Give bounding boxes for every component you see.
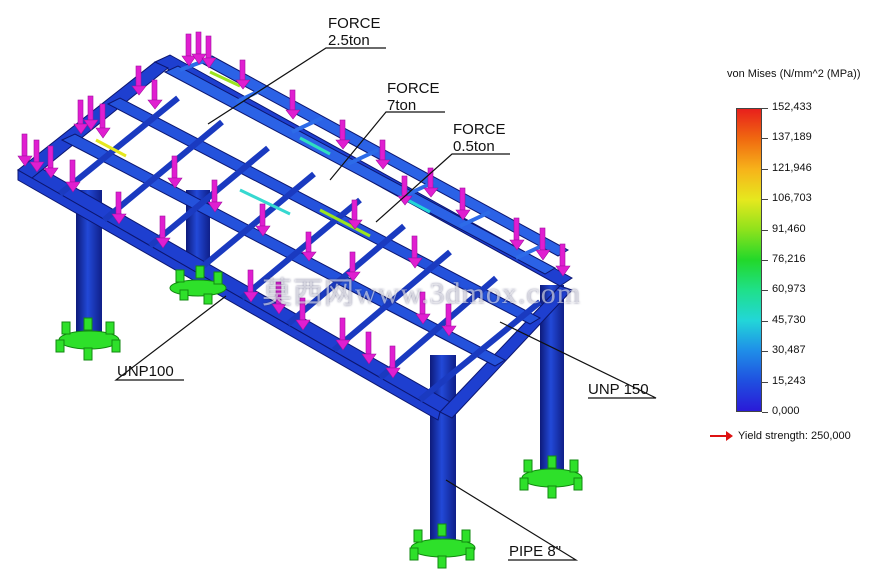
callout-force-0-5-title: FORCE <box>453 121 506 138</box>
right-arrow-icon <box>710 431 734 441</box>
callout-force-0-5-value: 0.5ton <box>453 138 495 155</box>
force-arrow-group-1 <box>181 31 217 69</box>
cross-members <box>58 95 542 403</box>
colorbar-tick-label: 121,946 <box>772 161 812 174</box>
force-arrow-group-2 <box>131 65 163 110</box>
colorbar-tick-label: 152,433 <box>772 101 812 113</box>
leader-force-7 <box>329 111 445 181</box>
stress-highlights <box>95 70 431 238</box>
legend-title: von Mises (N/mm^2 (MPa)) <box>727 68 861 80</box>
colorbar-tick-mark <box>762 412 768 413</box>
yield-strength-marker: Yield strength: 250,000 <box>710 430 851 442</box>
force-arrow-group-7 <box>243 269 311 331</box>
colorbar-tick-label: 76,216 <box>772 253 806 265</box>
callout-force-7-title: FORCE <box>387 80 440 97</box>
colorbar-tick-label: 137,189 <box>772 131 812 144</box>
callout-labels: FORCE 2.5ton FORCE 7ton FORCE 0.5ton UNP… <box>117 15 649 560</box>
colorbar-tick-mark <box>762 260 768 261</box>
colorbar-tick-mark <box>762 229 768 231</box>
colorbar-tick-label: 15,243 <box>772 374 806 387</box>
callout-force-2-5-value: 2.5ton <box>328 32 370 49</box>
support-front-right <box>409 523 476 569</box>
callout-force-7-value: 7ton <box>387 97 416 114</box>
leader-unp150 <box>499 321 657 399</box>
support-back-right <box>519 455 583 499</box>
callout-pipe: PIPE 8" <box>509 543 561 560</box>
colorbar-tick-label: 106,703 <box>772 192 812 205</box>
callout-unp100: UNP100 <box>117 363 174 380</box>
colorbar-tick-mark <box>762 168 768 170</box>
force-arrows <box>17 31 571 379</box>
colorbar-tick-mark <box>762 290 768 292</box>
force-arrow-group-6 <box>167 155 271 237</box>
force-arrow-group-5 <box>65 159 171 249</box>
colorbar-tick-mark <box>762 351 768 353</box>
force-arrow-group-9 <box>235 59 351 150</box>
colorbar-tick-label: 45,730 <box>772 313 806 326</box>
force-arrow-group-3 <box>73 95 111 139</box>
leader-pipe <box>445 479 579 561</box>
watermark-text: 莫西网www.3dmox.com <box>262 277 582 310</box>
colorbar-tick-mark <box>762 138 768 140</box>
leader-unp100 <box>114 295 227 381</box>
colorbar-tick-label: 0,000 <box>772 405 800 417</box>
callout-unp150: UNP 150 <box>588 381 649 398</box>
yield-strength-label: Yield strength: 250,000 <box>738 430 851 442</box>
colorbar-tick-mark <box>762 108 768 109</box>
force-arrow-group-13 <box>301 199 363 282</box>
colorbar-tick-label: 30,487 <box>772 344 806 357</box>
force-arrow-group-12 <box>407 235 457 337</box>
stress-colorbar <box>736 108 762 412</box>
force-arrow-group-4 <box>17 133 59 179</box>
support-front-left <box>55 317 121 361</box>
colorbar-tick-mark <box>762 381 768 383</box>
callout-force-2-5-title: FORCE <box>328 15 381 32</box>
colorbar-tick-mark <box>762 320 768 322</box>
fixed-supports <box>55 265 583 569</box>
leader-force-0-5 <box>375 153 510 223</box>
colorbar-tick-label: 91,460 <box>772 222 806 235</box>
callout-leaders <box>114 47 657 561</box>
colorbar-tick-label: 60,973 <box>772 283 806 296</box>
force-arrow-group-8 <box>335 317 401 379</box>
leader-force-2-5 <box>207 47 386 125</box>
support-back-left <box>169 265 227 305</box>
force-arrow-group-11 <box>455 187 571 277</box>
colorbar-tick-mark <box>762 199 768 201</box>
